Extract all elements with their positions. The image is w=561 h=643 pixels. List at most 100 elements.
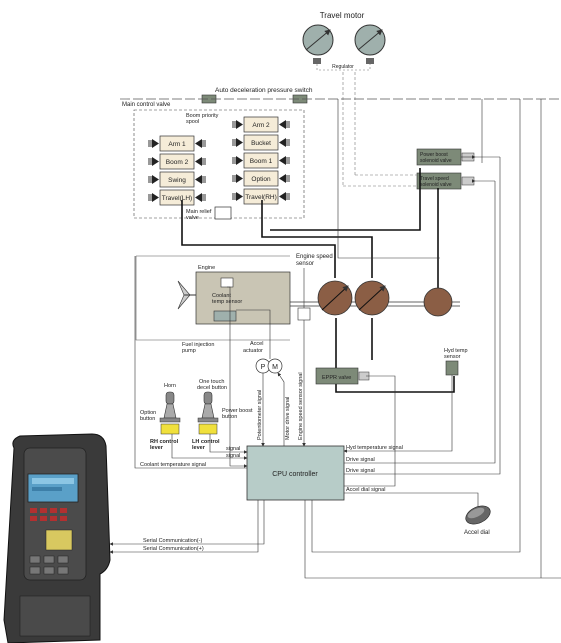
valve-pilot-arrow — [279, 156, 286, 165]
valve-port — [286, 139, 290, 146]
valve-pilot-arrow — [279, 138, 286, 147]
accel-m-label: M — [272, 364, 278, 371]
valve-pilot-arrow — [279, 174, 286, 183]
pilot-pump — [423, 287, 453, 317]
valve-port — [202, 194, 206, 201]
valve-label: Swing — [168, 177, 186, 184]
eppr-valve — [315, 367, 359, 385]
valve-port — [232, 157, 236, 164]
coolant-label-1: Coolant — [212, 293, 231, 299]
coolant-signal-label: Coolant temperature signal — [140, 462, 206, 468]
valve-port — [148, 158, 152, 165]
valve-port — [232, 175, 236, 182]
valve-label: Travel(RH) — [245, 194, 277, 201]
valve-spool-arm-1 — [159, 135, 195, 152]
travel-speed-label-1: Travel speed — [420, 176, 449, 182]
main-relief-valve — [214, 206, 232, 220]
travel-motor-label: Travel motor — [320, 11, 365, 20]
valve-spool-arm-2 — [243, 116, 279, 133]
valve-port — [286, 175, 290, 182]
valve-port — [148, 176, 152, 183]
valve-pilot-arrow — [195, 139, 202, 148]
valve-pilot-arrow — [152, 157, 159, 166]
travel-motor-group: Travel motor Regulator — [302, 11, 386, 186]
valve-label: Bucket — [251, 140, 271, 147]
signal-label-2: signal — [226, 453, 240, 459]
valve-label: Arm 1 — [168, 141, 186, 148]
rh-control-lever — [159, 391, 181, 435]
valve-label: Travel(LH) — [162, 195, 192, 202]
valve-port — [232, 193, 236, 200]
regulator-right — [366, 58, 374, 64]
lh-lever-label-2: lever — [192, 445, 206, 451]
valve-pilot-arrow — [236, 156, 243, 165]
valve-pilot-arrow — [236, 138, 243, 147]
auto-decel-label: Auto deceleration pressure switch — [215, 87, 313, 94]
power-boost-label-2: solenoid valve — [420, 158, 452, 164]
valve-label: Boom 1 — [250, 158, 273, 165]
accel-p-label: P — [261, 364, 266, 371]
valve-pilot-arrow — [195, 157, 202, 166]
valve-pilot-arrow — [152, 193, 159, 202]
cluster-monitor-device — [3, 433, 111, 643]
travel-speed-solenoid — [416, 172, 462, 190]
regulator-label: Regulator — [332, 64, 354, 70]
lh-lever-label-1: LH control — [192, 439, 220, 445]
engine-speed-signal-label: Engine speed sensor signal — [298, 372, 304, 440]
valve-pilot-arrow — [236, 192, 243, 201]
valve-port — [286, 121, 290, 128]
valve-label: Option — [251, 176, 271, 183]
mcv-outline — [133, 109, 305, 219]
eppr-group: EPPR valve Hyd temp sensor — [315, 348, 468, 385]
valve-spool-boom-1 — [243, 152, 279, 169]
travel-speed-label-2: solenoid valve — [420, 182, 452, 188]
valve-pilot-arrow — [195, 193, 202, 202]
option-label-1: Option — [140, 410, 156, 416]
cpu-controller: CPU controller — [246, 445, 345, 501]
hyd-temp-signal-label: Hyd temperature signal — [346, 445, 403, 451]
one-touch-label-1: One touch — [199, 379, 224, 385]
motor-drive-signal-label: Motor drive signal — [285, 397, 291, 440]
drive-signal-label-2: Drive signal — [346, 468, 375, 474]
accel-label-1: Accel — [250, 341, 263, 347]
valve-pilot-arrow — [279, 120, 286, 129]
auto-decel-group: Auto deceleration pressure switch Main c… — [120, 87, 561, 108]
engine-block — [195, 271, 291, 325]
regulator-left — [313, 58, 321, 64]
engine-speed-label-2: sensor — [296, 261, 314, 267]
valve-port — [202, 140, 206, 147]
accel-actuator-group: Accel actuator P M — [236, 309, 283, 374]
valve-pilot-arrow — [152, 139, 159, 148]
accel-dial: Accel dial — [464, 505, 491, 536]
fuel-label-1: Fuel injection — [182, 342, 214, 348]
signal-wiring — [109, 99, 561, 579]
serial-comm-label-1: Serial Communication(-) — [143, 538, 202, 544]
valve-pilot-arrow — [236, 120, 243, 129]
valve-pilot-arrow — [152, 175, 159, 184]
coolant-label-2: temp sensor — [212, 299, 242, 305]
signal-label-1: signal — [226, 446, 240, 452]
power-btn-label-1: Power boost — [222, 408, 253, 414]
valve-port — [202, 176, 206, 183]
engine-group: Engine Coolant temp sensor Fuel injectio… — [135, 254, 460, 354]
valve-spool-bucket — [243, 134, 279, 151]
engine-speed-sensor — [297, 307, 311, 321]
power-btn-label-2: button — [222, 414, 237, 420]
valve-port — [148, 140, 152, 147]
accel-dial-signal-label: Accel dial signal — [346, 487, 385, 493]
main-relief-valve-label: valve — [186, 215, 199, 221]
engine-label: Engine — [198, 265, 215, 271]
fuel-injection-pump — [213, 310, 237, 322]
valve-pilot-arrow — [195, 175, 202, 184]
hyd-temp-label-1: Hyd temp — [444, 348, 468, 354]
valve-spool-travel-rh- — [243, 188, 279, 205]
lh-control-lever — [197, 391, 219, 435]
valve-pilot-arrow — [236, 174, 243, 183]
accel-dial-label: Accel dial — [464, 530, 490, 536]
valve-spool-option — [243, 170, 279, 187]
valve-label: Boom 2 — [166, 159, 189, 166]
valve-spool-boom-2 — [159, 153, 195, 170]
fuel-label-2: pump — [182, 348, 196, 354]
